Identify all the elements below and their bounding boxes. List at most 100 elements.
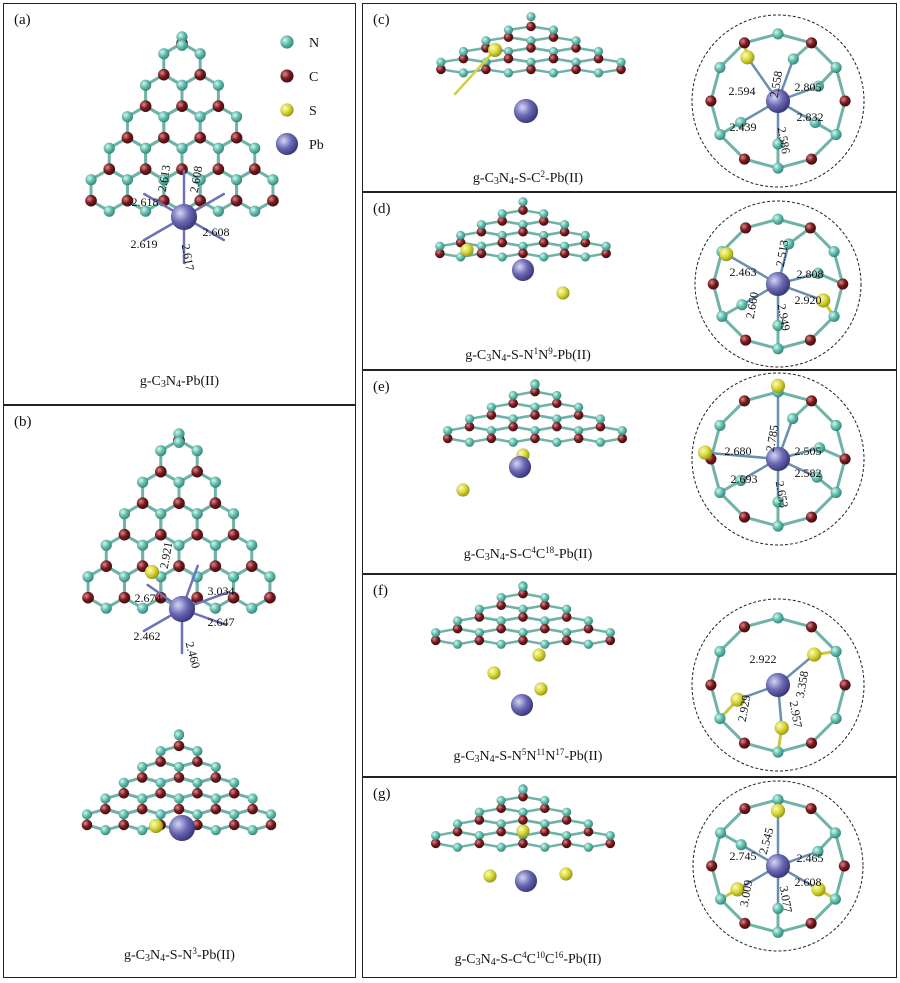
lead-atom xyxy=(510,693,534,717)
nitrogen-atom xyxy=(573,402,584,412)
carbon-atom xyxy=(191,528,204,541)
bond xyxy=(710,864,723,901)
nitrogen-atom xyxy=(496,639,506,650)
bond xyxy=(742,515,780,528)
sulfur-atom xyxy=(730,692,745,707)
nitrogen-atom xyxy=(118,507,131,520)
sulfur-atom xyxy=(774,720,789,736)
nitrogen-atom xyxy=(158,47,170,60)
nitrogen-atom xyxy=(155,507,167,520)
bond xyxy=(810,625,838,653)
carbon-atom xyxy=(497,237,508,248)
zoom-circle xyxy=(691,372,865,546)
carbon-atom xyxy=(518,248,528,259)
nitrogen-atom xyxy=(714,893,727,905)
nitrogen-atom xyxy=(210,761,222,773)
bond xyxy=(743,798,780,811)
panel-caption: g-C3N4-S-N1N9-Pb(II) xyxy=(465,346,591,364)
nitrogen-atom xyxy=(227,507,240,520)
bond xyxy=(834,457,847,495)
bond xyxy=(834,649,847,687)
nitrogen-atom xyxy=(526,11,536,22)
bond xyxy=(776,741,814,754)
bond-length-label: 2.619 xyxy=(131,237,158,251)
lead-atom xyxy=(765,446,791,472)
bond xyxy=(709,457,722,495)
nitrogen-atom xyxy=(452,842,463,853)
nitrogen-atom xyxy=(812,80,825,93)
sulfur-atom xyxy=(770,803,786,818)
bond xyxy=(709,683,722,721)
carbon-atom xyxy=(526,42,536,53)
nitrogen-atom xyxy=(230,173,243,186)
bond-length-label: 3.034 xyxy=(208,584,235,598)
nitrogen-atom xyxy=(559,219,570,230)
carbon-atom xyxy=(194,131,207,144)
bond-length-label: 2.832 xyxy=(797,110,824,124)
carbon-atom xyxy=(210,803,222,815)
bond-length-label: 2.660 xyxy=(743,291,761,320)
nitrogen-atom xyxy=(496,795,506,806)
zoom-circle xyxy=(691,14,865,188)
sulfur-atom xyxy=(532,648,546,662)
nitrogen-atom xyxy=(503,68,514,78)
nitrogen-atom xyxy=(772,926,784,939)
nitrogen-atom xyxy=(173,761,185,773)
nitrogen-atom xyxy=(155,809,166,820)
legend-label: S xyxy=(309,104,317,119)
carbon-atom xyxy=(518,815,528,825)
bond-length-label: 2.957 xyxy=(787,700,805,729)
nitrogen-atom xyxy=(540,639,550,650)
bond xyxy=(709,99,722,137)
nitrogen-atom xyxy=(540,592,550,603)
nitrogen-atom xyxy=(118,809,130,820)
bond xyxy=(720,314,748,342)
nitrogen-atom xyxy=(772,520,784,532)
nitrogen-atom xyxy=(136,539,149,551)
bond xyxy=(718,625,746,653)
panel-caption: g-C3N4-S-C4C10C16-Pb(II) xyxy=(454,950,602,968)
carbon-atom xyxy=(559,248,570,259)
nitrogen-atom xyxy=(452,616,463,626)
nitrogen-atom xyxy=(486,402,497,412)
legend-label: Pb xyxy=(309,138,324,153)
carbon-atom xyxy=(496,826,507,837)
nitrogen-atom xyxy=(548,68,559,78)
nitrogen-atom xyxy=(497,209,507,219)
bond xyxy=(834,423,847,461)
nitrogen-atom xyxy=(435,241,445,251)
carbon-atom xyxy=(194,68,207,81)
bond xyxy=(719,807,747,835)
carbon-atom xyxy=(518,226,528,237)
nitrogen-atom xyxy=(593,46,604,57)
carbon-atom xyxy=(738,621,751,633)
carbon-atom xyxy=(518,635,528,646)
nitrogen-atom xyxy=(809,116,821,129)
sulfur-atom xyxy=(456,483,470,497)
carbon-atom xyxy=(136,497,149,510)
bond xyxy=(776,217,812,230)
bond-length-label: 2.617 xyxy=(179,243,197,272)
bond xyxy=(810,133,838,161)
bond-length-label: 2.920 xyxy=(795,293,822,307)
bond xyxy=(718,133,746,161)
nitrogen-atom xyxy=(158,173,170,186)
carbon-atom xyxy=(172,497,186,510)
carbon-atom xyxy=(805,37,818,49)
carbon-atom xyxy=(157,68,170,81)
carbon-atom xyxy=(227,528,240,541)
nitrogen-atom xyxy=(121,173,134,186)
zoom-circle xyxy=(691,598,865,772)
carbon-atom xyxy=(518,612,528,622)
nitrogen-atom xyxy=(136,602,149,614)
carbon-atom xyxy=(551,421,562,432)
carbon-atom xyxy=(804,334,817,346)
carbon-atom xyxy=(474,838,485,849)
bond xyxy=(744,217,780,230)
sulfur-atom xyxy=(556,286,570,300)
nitrogen-atom xyxy=(155,777,166,788)
nitrogen-atom xyxy=(194,110,206,123)
carbon-atom xyxy=(175,100,189,113)
